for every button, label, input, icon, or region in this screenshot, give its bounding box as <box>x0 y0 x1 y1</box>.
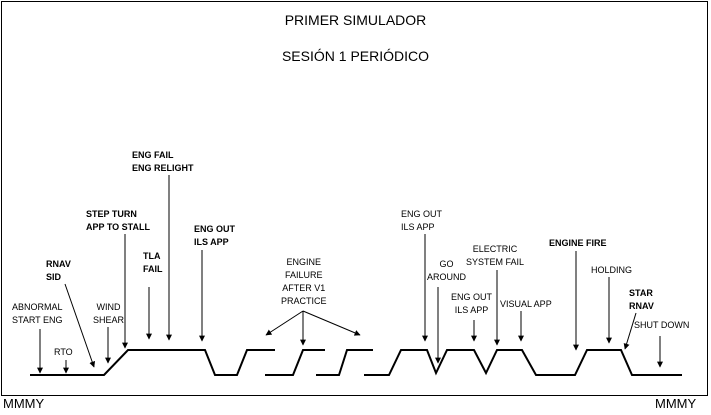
event-label-eng-fail-relight: ENG FAIL ENG RELIGHT <box>132 150 194 173</box>
profile-segment-2 <box>265 349 325 376</box>
event-label-step-turn: STEP TURN APP TO STALL <box>86 209 151 232</box>
arrow-engine-failure-right <box>302 310 361 336</box>
arrow-rnav-sid <box>64 283 96 368</box>
event-label-rto: RTO <box>54 347 73 357</box>
arrow-star-rnav <box>623 312 637 350</box>
diagram-title: PRIMER SIMULADOR <box>284 12 427 28</box>
event-label-eng-out-ils-2: ENG OUT ILS APP <box>401 209 443 232</box>
event-label-holding: HOLDING <box>591 265 633 275</box>
profile-segment-3 <box>316 349 373 376</box>
event-label-eng-out-ils-3: ENG OUT ILS APP <box>451 292 493 315</box>
profile-segment-1 <box>30 349 275 376</box>
event-label-eng-out-ils-1: ENG OUT ILS APP <box>194 224 236 247</box>
event-label-wind-shear: WIND SHEAR <box>93 302 125 325</box>
event-label-rnav-sid: RNAV SID <box>46 259 71 282</box>
event-label-engine-fire: ENGINE FIRE <box>549 238 607 248</box>
event-label-visual-app: VISUAL APP <box>500 299 552 309</box>
diagram-frame <box>1 1 708 396</box>
event-label-go-around: GO AROUND <box>427 259 467 282</box>
event-label-shut-down: SHUT DOWN <box>634 320 690 330</box>
event-label-engine-failure-v1: ENGINE FAILURE AFTER V1 PRACTICE <box>281 257 327 306</box>
diagram-subtitle: SESIÓN 1 PERIÓDICO <box>281 48 430 64</box>
profile-segment-4 <box>364 349 682 376</box>
event-label-star-rnav: STAR RNAV <box>629 288 654 311</box>
event-label-abnormal-start-eng: ABNORMAL START ENG <box>12 302 63 325</box>
event-label-tla-fail: TLA FAIL <box>143 251 163 274</box>
arrow-engine-failure-left <box>265 310 304 336</box>
origin-airport-label: MMMY <box>3 396 45 411</box>
destination-airport-label: MMMY <box>655 396 697 411</box>
event-label-electric-system-fail: ELECTRIC SYSTEM FAIL <box>466 244 525 267</box>
